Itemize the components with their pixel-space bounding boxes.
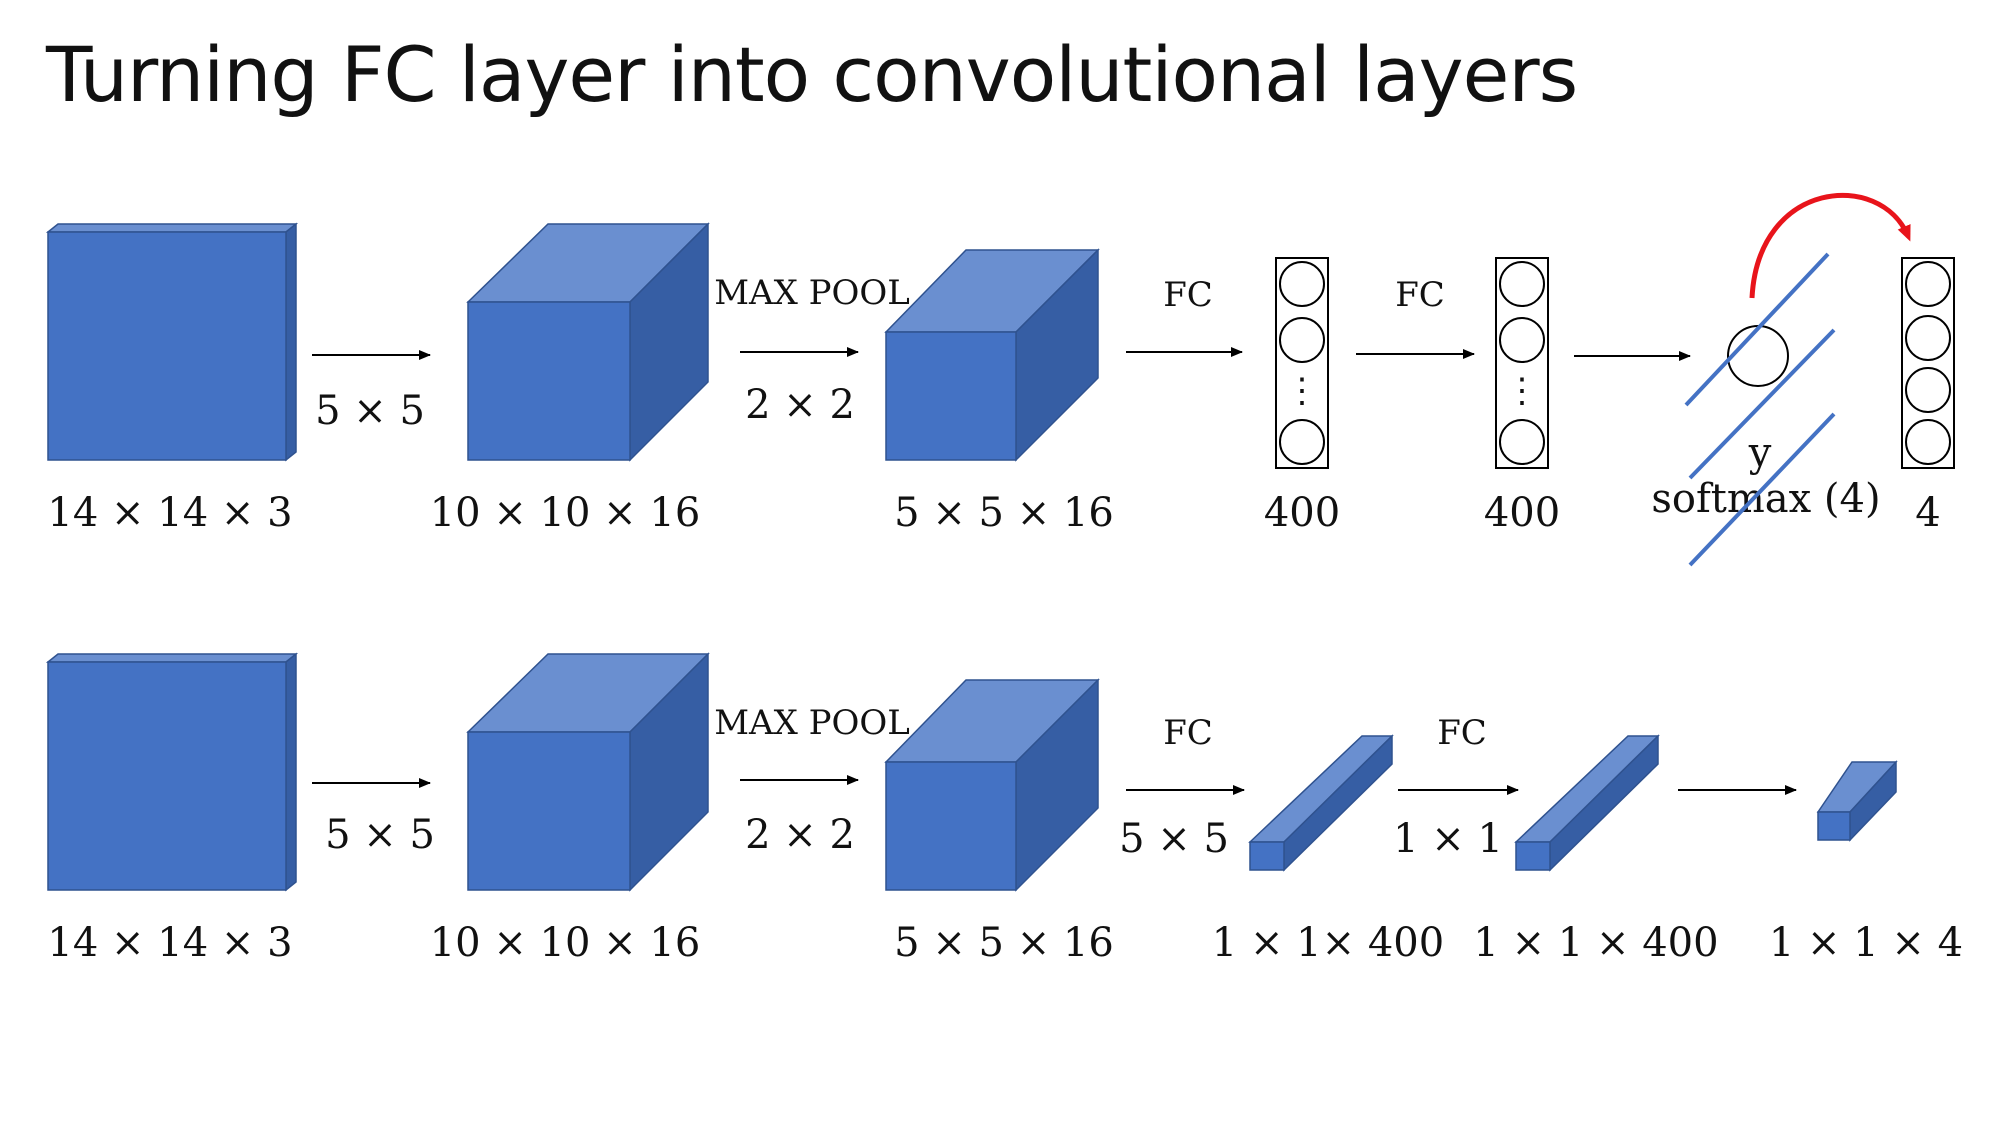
input-dims-label: 14 × 14 × 3	[47, 920, 292, 966]
fc2-units-label: 400	[1484, 490, 1560, 536]
pool-size-label: 2 × 2	[745, 812, 855, 858]
pool-volume-block	[884, 678, 1100, 892]
softmax-node	[1727, 325, 1789, 387]
fc2-neuron-column	[1495, 257, 1549, 469]
pool-volume-block	[884, 248, 1100, 462]
fc2-label: FC	[1395, 275, 1445, 315]
pool-dims-label: 5 × 5 × 16	[894, 920, 1114, 966]
output-dims-label: 1 × 1 × 4	[1769, 920, 1963, 966]
fc1-units-label: 400	[1264, 490, 1340, 536]
fc1-neuron-column	[1275, 257, 1329, 469]
conv1-volume-block	[466, 222, 710, 462]
fc2-ellipsis: ⋮	[1505, 371, 1539, 411]
red-curved-arrow	[1749, 192, 1911, 299]
fc1-filter-label: 5 × 5	[1119, 816, 1229, 862]
strike-through-lines	[1684, 252, 1836, 567]
fc2-filter-label: 1 × 1	[1393, 816, 1503, 862]
slide-title: Turning FC layer into convolutional laye…	[46, 30, 1578, 119]
fc1-dims-label: 1 × 1× 400	[1212, 920, 1444, 966]
fc1-label: FC	[1163, 275, 1213, 315]
pool-dims-label: 5 × 5 × 16	[894, 490, 1114, 536]
fc2-volume-block	[1514, 734, 1660, 872]
fc1-ellipsis: ⋮	[1285, 371, 1319, 411]
fc2-dims-label: 1 × 1 × 400	[1473, 920, 1718, 966]
pool-size-label: 2 × 2	[745, 382, 855, 428]
output-units-label: 4	[1915, 490, 1940, 536]
input-volume-block	[45, 222, 299, 462]
conv1-dims-label: 10 × 10 × 16	[430, 490, 701, 536]
conv1-dims-label: 10 × 10 × 16	[430, 920, 701, 966]
max-pool-label: MAX POOL	[714, 273, 910, 313]
row-convolutional: 14 × 14 × 3 5 × 5 10 × 10 × 16 MAX POOL …	[45, 652, 1963, 966]
input-dims-label: 14 × 14 × 3	[47, 490, 292, 536]
output-volume-block	[1816, 760, 1898, 842]
y-label: y	[1748, 430, 1772, 476]
conv-filter-label: 5 × 5	[315, 388, 425, 434]
conv-filter-label: 5 × 5	[325, 812, 435, 858]
fc2-label: FC	[1437, 713, 1487, 753]
output-neuron-column	[1901, 257, 1955, 469]
row-fully-connected: 14 × 14 × 3 5 × 5 10 × 10 × 16 MAX POOL …	[45, 192, 1955, 567]
input-volume-block	[45, 652, 299, 892]
conv1-volume-block	[466, 652, 710, 892]
fc1-volume-block	[1248, 734, 1394, 872]
max-pool-label: MAX POOL	[714, 703, 910, 743]
fc1-label: FC	[1163, 713, 1213, 753]
